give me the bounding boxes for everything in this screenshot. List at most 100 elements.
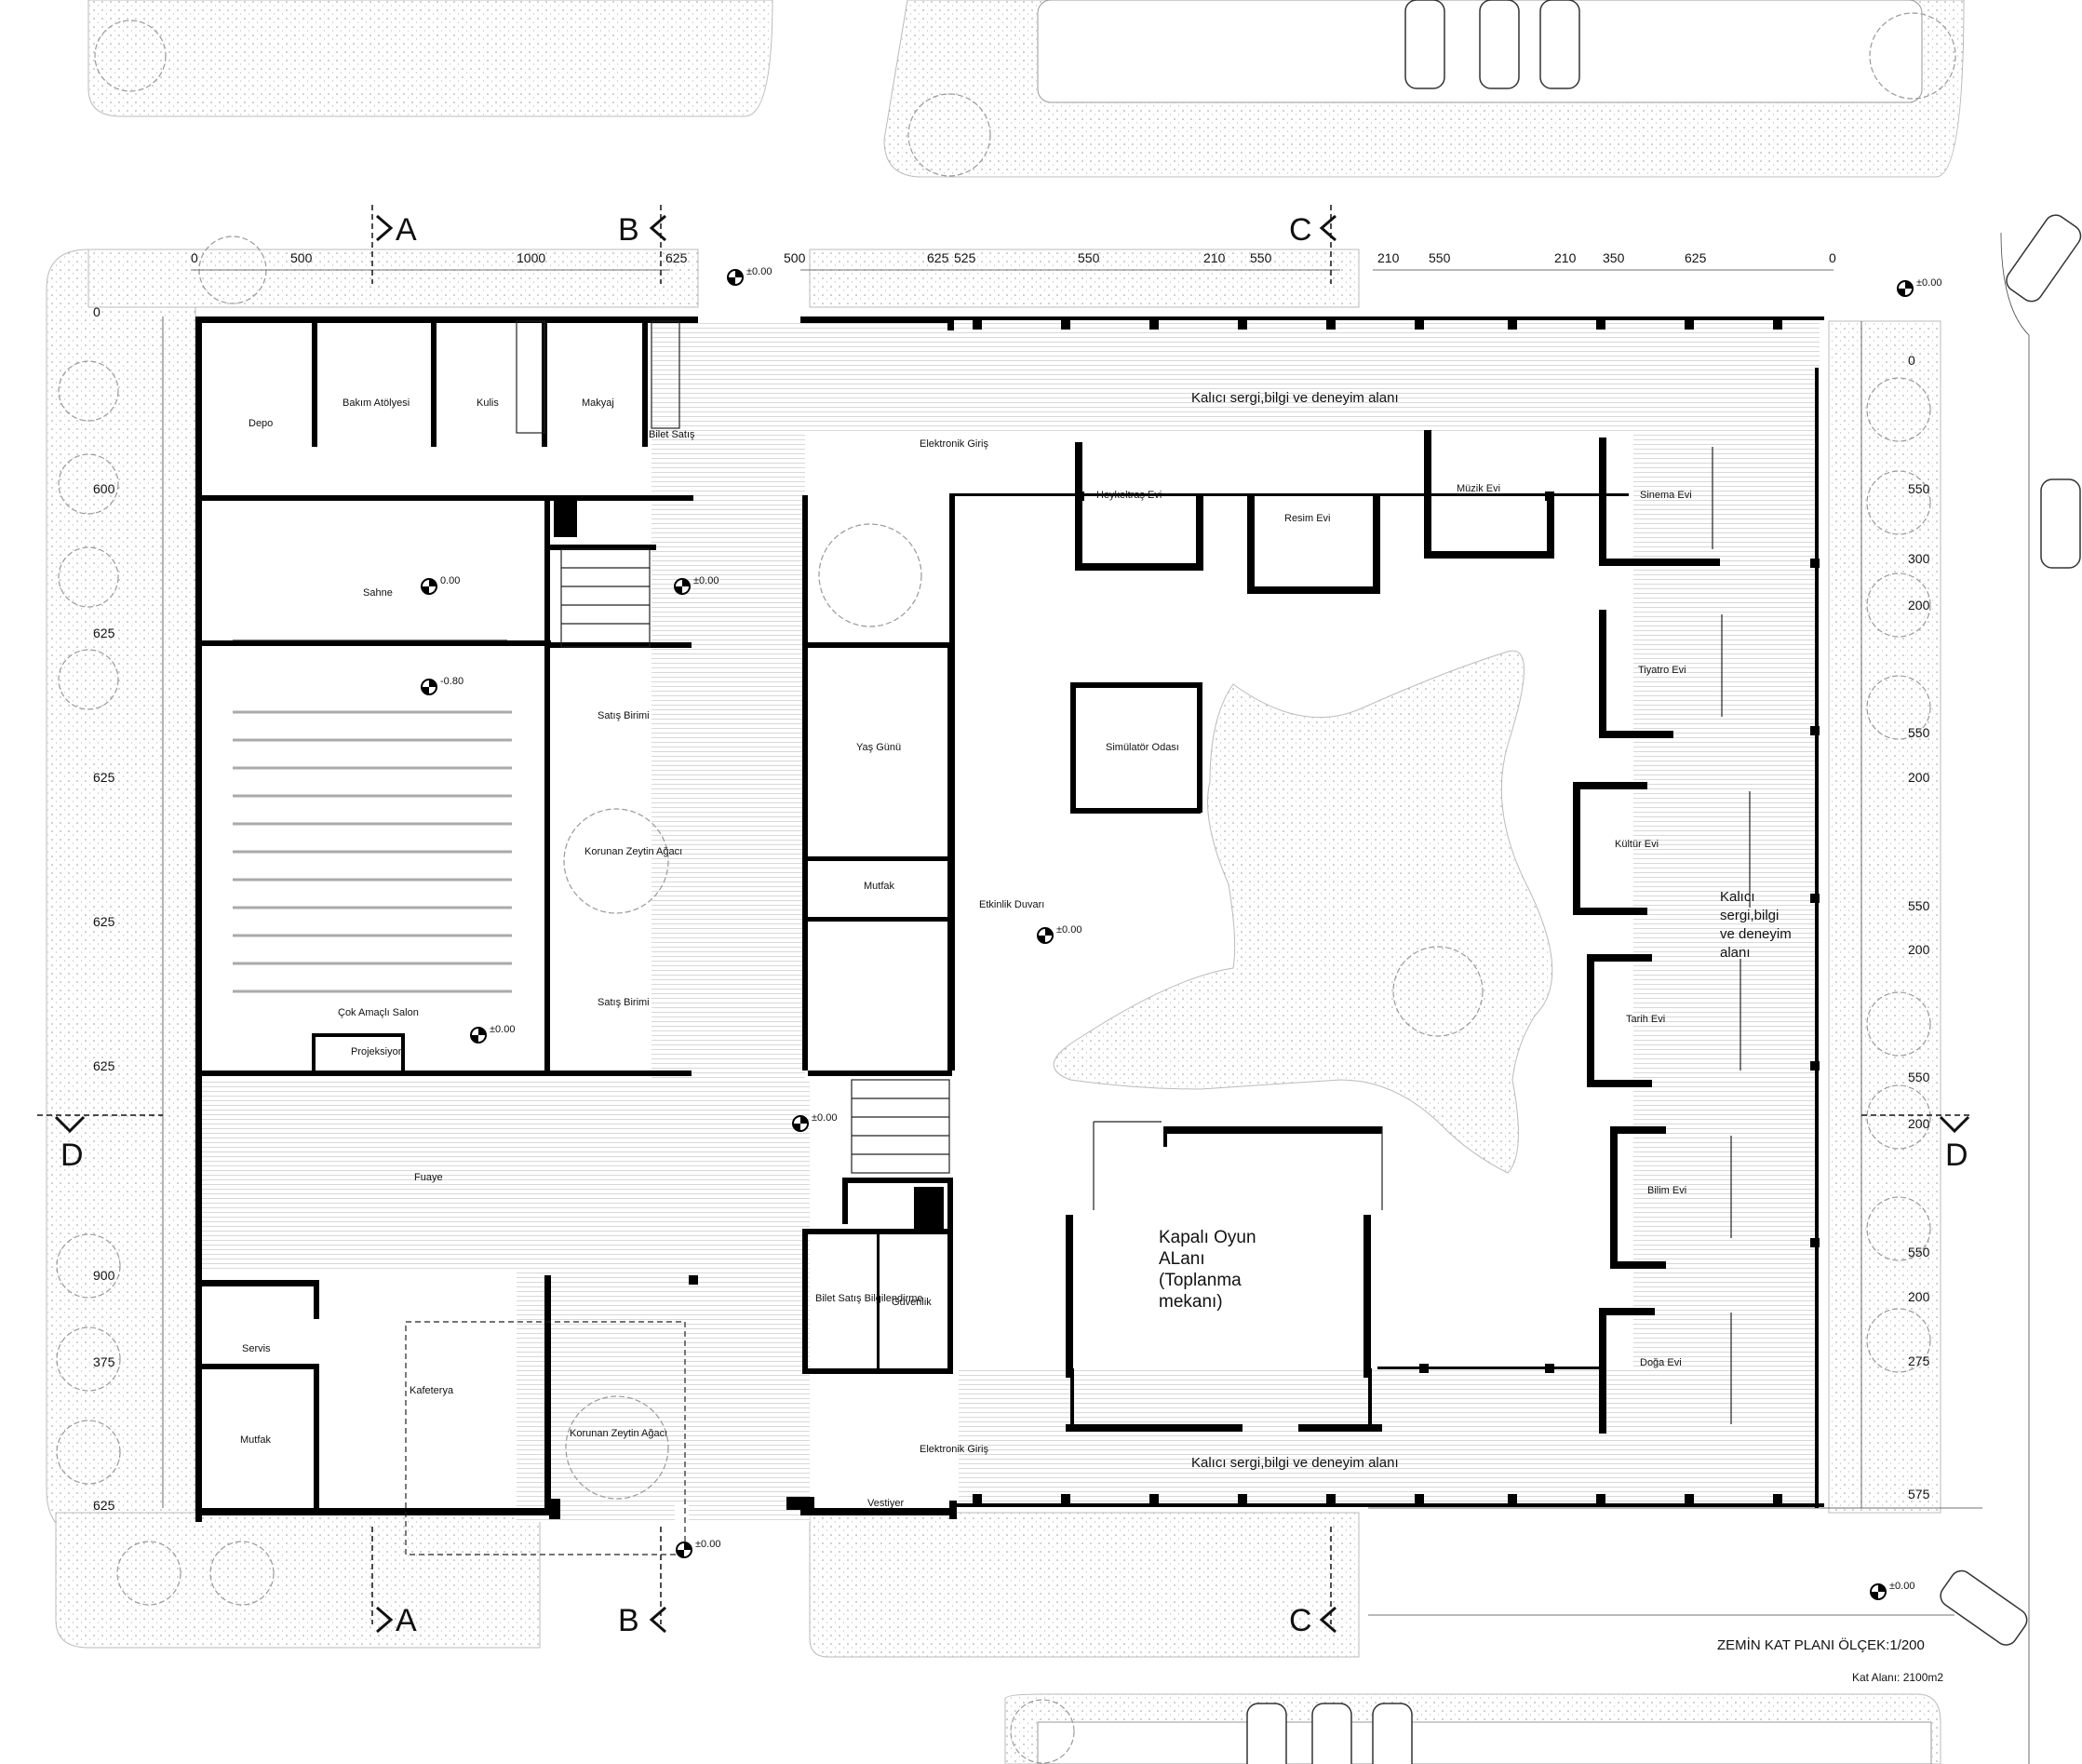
right-dimensions: 0 550 300 200 550 200 550 200 550 200 55… — [1908, 353, 1930, 1501]
room-vestiyer: Vestiyer — [867, 1498, 904, 1509]
room-satis-2: Satış Birimi — [598, 997, 650, 1008]
columns — [689, 320, 1820, 1503]
room-depo: Depo — [248, 418, 273, 429]
dim-left-0: 0 — [93, 304, 101, 319]
room-zeytin-1: Korunan Zeytin Ağacı — [584, 846, 682, 857]
room-muzik: Müzik Evi — [1457, 483, 1500, 494]
room-sergi-side-2: sergi,bilgi — [1720, 908, 1779, 923]
section-a-bottom: A — [396, 1603, 417, 1638]
landscape-left — [46, 249, 196, 1537]
road-edge — [2000, 232, 2030, 1764]
dim-top-3: 625 — [665, 250, 688, 265]
section-markers: A B C A B C D D — [54, 212, 1970, 1638]
dim-left-4: 625 — [93, 914, 115, 929]
trees — [56, 12, 1956, 1764]
dim-top-1: 500 — [290, 250, 313, 265]
room-kapali-oyun-4: mekanı) — [1159, 1292, 1223, 1312]
room-yas-gunu: Yaş Günü — [856, 742, 901, 753]
landscape-top-band — [87, 249, 699, 308]
room-kulis: Kulis — [477, 397, 499, 409]
level-fuaye: ±0.00 — [812, 1112, 837, 1124]
section-d-right: D — [1945, 1138, 1968, 1173]
dim-top-0: 0 — [191, 250, 198, 265]
level-entrance: ±0.00 — [746, 266, 772, 277]
room-kapali-oyun-1: Kapalı Oyun — [1159, 1228, 1256, 1247]
dim-left-8: 625 — [93, 1498, 115, 1513]
section-c-bottom: C — [1289, 1603, 1312, 1638]
room-elektronik-top: Elektronik Giriş — [920, 438, 988, 450]
room-resim: Resim Evi — [1284, 513, 1331, 524]
dim-right-13: 575 — [1908, 1487, 1930, 1501]
room-labels: Depo Bakım Atölyesi Kulis Makyaj Bilet S… — [240, 390, 1792, 1509]
dim-top-4: 500 — [784, 250, 806, 265]
dim-left-3: 625 — [93, 770, 115, 785]
room-satis-1: Satış Birimi — [598, 710, 650, 721]
level-hall: -0.80 — [440, 676, 463, 687]
dim-top-7: 550 — [1078, 250, 1100, 265]
dim-top-8: 210 — [1203, 250, 1226, 265]
room-guvenlik: Güvenlik — [892, 1297, 932, 1308]
dim-top-10: 210 — [1377, 250, 1400, 265]
section-b-bottom: B — [618, 1603, 639, 1638]
dim-left-5: 625 — [93, 1058, 115, 1073]
room-bilet-bilgi: Bilet Satış Bilgilendirme — [815, 1293, 923, 1304]
level-hall-exit: ±0.00 — [490, 1024, 515, 1035]
dim-left-2: 625 — [93, 626, 115, 640]
level-courtyard: ±0.00 — [1056, 924, 1081, 936]
dim-top-14: 625 — [1685, 250, 1707, 265]
dim-top-6: 525 — [954, 250, 976, 265]
room-doga: Doğa Evi — [1640, 1357, 1682, 1368]
level-cafe-exit: ±0.00 — [695, 1539, 720, 1550]
room-heykeltras: Heykeltraş Evi — [1096, 490, 1162, 501]
walls — [195, 316, 1824, 1522]
dim-right-10: 550 — [1908, 1245, 1930, 1259]
room-sergi-side-3: ve deneyim — [1720, 926, 1792, 942]
level-east-bottom: ±0.00 — [1889, 1581, 1914, 1592]
room-makyaj: Makyaj — [582, 397, 614, 409]
dimension-lines — [37, 205, 1973, 1624]
dim-right-2: 300 — [1908, 551, 1930, 566]
room-elektronik-bottom: Elektronik Giriş — [920, 1444, 988, 1455]
room-sinema: Sinema Evi — [1640, 490, 1692, 501]
room-projeksiyon: Projeksiyon — [351, 1046, 404, 1057]
room-cok-amacli: Çok Amaçlı Salon — [338, 1007, 419, 1018]
room-mutfak-2: Mutfak — [240, 1434, 272, 1446]
level-markers: ±0.00 ±0.00 0.00 -0.80 ±0.00 ±0.00 ±0.00… — [421, 266, 1941, 1600]
dim-left-7: 375 — [93, 1354, 115, 1369]
dim-top-9: 550 — [1250, 250, 1272, 265]
courtyard-garden — [1053, 650, 1553, 1174]
room-sergi-side-1: Kalıcı — [1720, 889, 1755, 905]
room-servis: Servis — [242, 1343, 271, 1354]
top-dimensions: 0 500 1000 625 500 625 525 550 210 550 2… — [191, 250, 1836, 265]
room-sergi-side-4: alanı — [1720, 945, 1751, 961]
dim-right-12: 275 — [1908, 1353, 1930, 1368]
dim-right-11: 200 — [1908, 1289, 1930, 1304]
dim-top-5: 625 — [927, 250, 949, 265]
dim-right-5: 200 — [1908, 770, 1930, 785]
section-d-left: D — [60, 1138, 84, 1173]
dim-top-12: 210 — [1554, 250, 1577, 265]
room-bakim: Bakım Atölyesi — [343, 397, 410, 409]
landscape-top-mid — [809, 249, 1360, 308]
dim-top-11: 550 — [1429, 250, 1451, 265]
thin-lines — [233, 320, 1751, 1555]
dim-right-3: 200 — [1908, 598, 1930, 613]
left-dimensions: 0 600 625 625 625 625 900 375 625 — [93, 304, 115, 1513]
room-fuaye: Fuaye — [414, 1172, 443, 1183]
courtyard — [1053, 650, 1553, 1174]
dim-top-13: 350 — [1603, 250, 1625, 265]
dim-left-6: 900 — [93, 1268, 115, 1283]
parked-cars — [1246, 0, 2082, 1764]
room-etkinlik: Etkinlik Duvarı — [979, 899, 1044, 910]
room-kafeterya: Kafeterya — [410, 1385, 454, 1396]
room-kapali-oyun-2: ALanı — [1159, 1249, 1205, 1269]
level-east-top: ±0.00 — [1916, 277, 1941, 289]
landscape-top-left — [87, 0, 773, 117]
plan-area: Kat Alanı: 2100m2 — [1852, 1671, 1943, 1684]
site-landscape — [46, 0, 2082, 1764]
protected-trees — [563, 523, 922, 1500]
room-kultur: Kültür Evi — [1615, 839, 1659, 850]
room-sergi-top: Kalıcı sergi,bilgi ve deneyim alanı — [1191, 390, 1399, 406]
room-tarih: Tarih Evi — [1626, 1014, 1665, 1025]
landscape-right — [1828, 320, 1941, 1514]
